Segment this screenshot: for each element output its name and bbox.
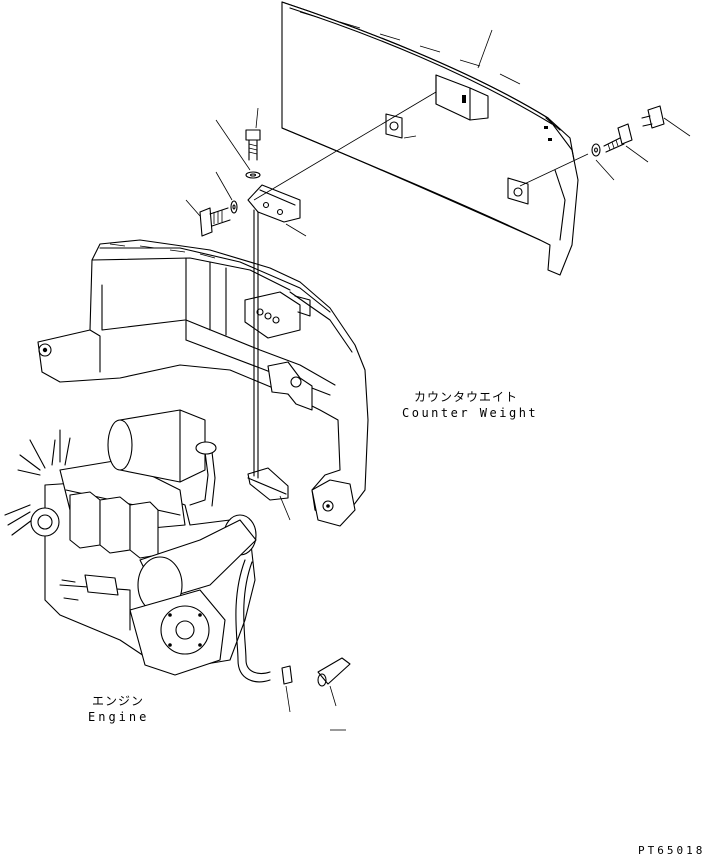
hose-clamp [281,665,293,685]
bolt-cap-right [641,105,665,129]
washer-right [591,143,601,157]
engine [4,409,257,676]
washer-vertical [245,171,261,179]
bolt-horizontal [199,207,231,237]
callout-lines [185,29,691,731]
counterweight-cover [281,1,579,276]
engine-label-jp: エンジン [92,694,145,708]
hose-long [235,559,271,683]
tie-rod [253,209,259,479]
counterweight-label-en: Counter Weight [402,406,539,420]
mount-bracket-upper [247,184,301,223]
bolt-vertical [245,129,261,161]
washer-horizontal [230,200,238,214]
hose-short [317,657,351,687]
bolt-right [603,123,633,153]
counterweight-label-jp: カウンタウエイト [414,390,519,404]
counterweight-body [37,239,369,527]
drawing-number: PT65018 [638,844,706,857]
engine-label-en: Engine [88,710,150,724]
